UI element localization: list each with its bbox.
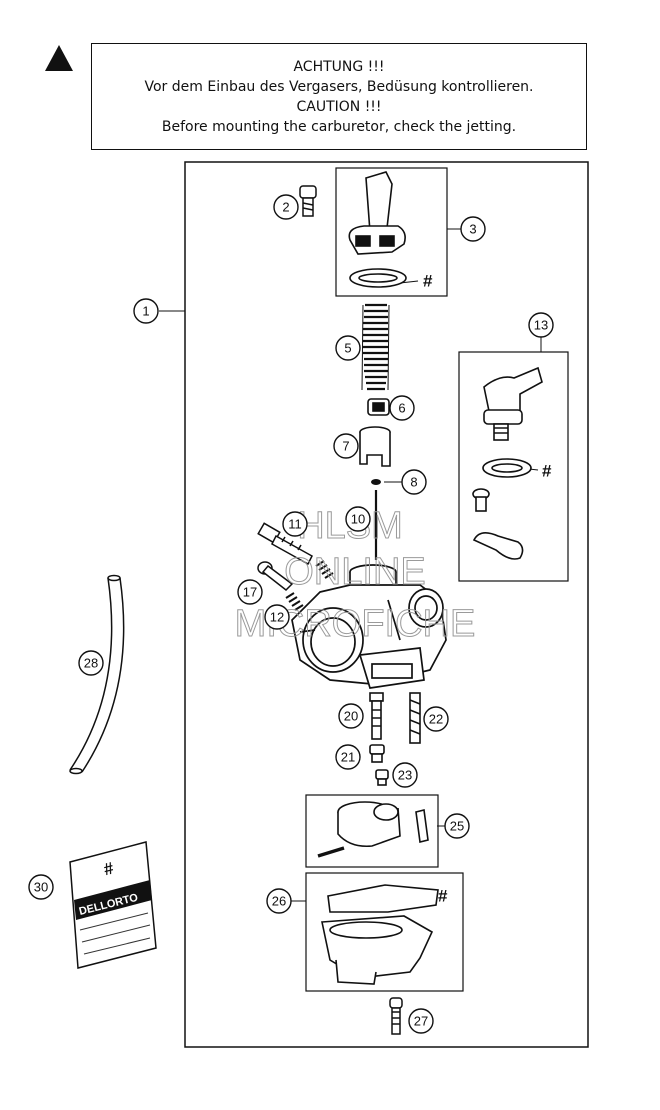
- carburetor-assembly-frame: [184, 161, 589, 1048]
- callout-7: 7: [342, 439, 349, 454]
- part-screw-2: [299, 185, 317, 217]
- float-frame: [305, 794, 439, 868]
- watermark-line-2: ONLINE: [284, 551, 425, 593]
- throttle-cap-frame: [335, 167, 448, 297]
- notice-heading-de: ACHTUNG !!!: [293, 58, 385, 75]
- callout-20: 20: [344, 709, 358, 724]
- part-spring-5: [361, 303, 390, 391]
- callout-21: 21: [341, 750, 355, 765]
- callout-11: 11: [288, 517, 302, 532]
- callout-30: 30: [34, 880, 48, 895]
- caution-notice: ACHTUNG !!! Vor dem Einbau des Vergasers…: [91, 43, 587, 150]
- watermark: HLSM ONLINE MICROFICHE: [234, 505, 476, 646]
- hash-mark-choke-seal: #: [542, 462, 552, 481]
- callout-10: 10: [351, 512, 365, 527]
- callout-26: 26: [272, 894, 286, 909]
- callout-23: 23: [398, 768, 412, 783]
- notice-heading-en: CAUTION !!!: [296, 98, 382, 115]
- callout-25: 25: [450, 819, 464, 834]
- part-float-bowl-26: [321, 884, 439, 985]
- callout-27: 27: [414, 1014, 428, 1029]
- callout-6: 6: [398, 401, 405, 416]
- warning-triangle-icon: [45, 45, 73, 71]
- callout-28: 28: [84, 656, 98, 671]
- part-jet-20: [369, 692, 384, 740]
- part-main-jet-21: [369, 744, 385, 763]
- notice-text-en: Before mounting the carburetor, check th…: [161, 118, 517, 135]
- callout-1: 1: [142, 304, 149, 319]
- carburetor-body: [291, 564, 447, 689]
- part-mixture-screw-17: [257, 561, 294, 591]
- callout-5: 5: [344, 341, 351, 356]
- notice-text-de: Vor dem Einbau des Vergasers, Bedüsung k…: [144, 78, 534, 95]
- part-idle-screw-11: [257, 522, 313, 566]
- callout-8: 8: [410, 475, 417, 490]
- callout-12: 12: [270, 610, 284, 625]
- part-needle-clip-8: [371, 479, 381, 485]
- callout-13: 13: [534, 318, 548, 333]
- part-jet-kit-30: DELLORTO #: [69, 841, 157, 969]
- part-choke-13: [472, 366, 543, 560]
- choke-kit-frame: [458, 351, 569, 582]
- callout-3: 3: [469, 222, 476, 237]
- hash-mark-cap-seal: #: [423, 272, 433, 291]
- part-spring-12: [285, 560, 334, 611]
- callout-2: 2: [282, 200, 289, 215]
- part-idle-jet-23: [375, 769, 389, 786]
- part-clip-6: [367, 398, 390, 416]
- hash-mark-bowl-gasket: #: [438, 887, 448, 906]
- callout-17: 17: [243, 585, 257, 600]
- part-drain-screw-27: [389, 997, 403, 1035]
- float-bowl-frame: [305, 872, 464, 992]
- part-throttle-cap-3: [348, 171, 407, 288]
- part-tube-22: [409, 692, 421, 744]
- callout-22: 22: [429, 712, 443, 727]
- part-slide-7: [359, 426, 391, 467]
- part-hose-28: [69, 574, 125, 775]
- part-float-25: [317, 801, 429, 858]
